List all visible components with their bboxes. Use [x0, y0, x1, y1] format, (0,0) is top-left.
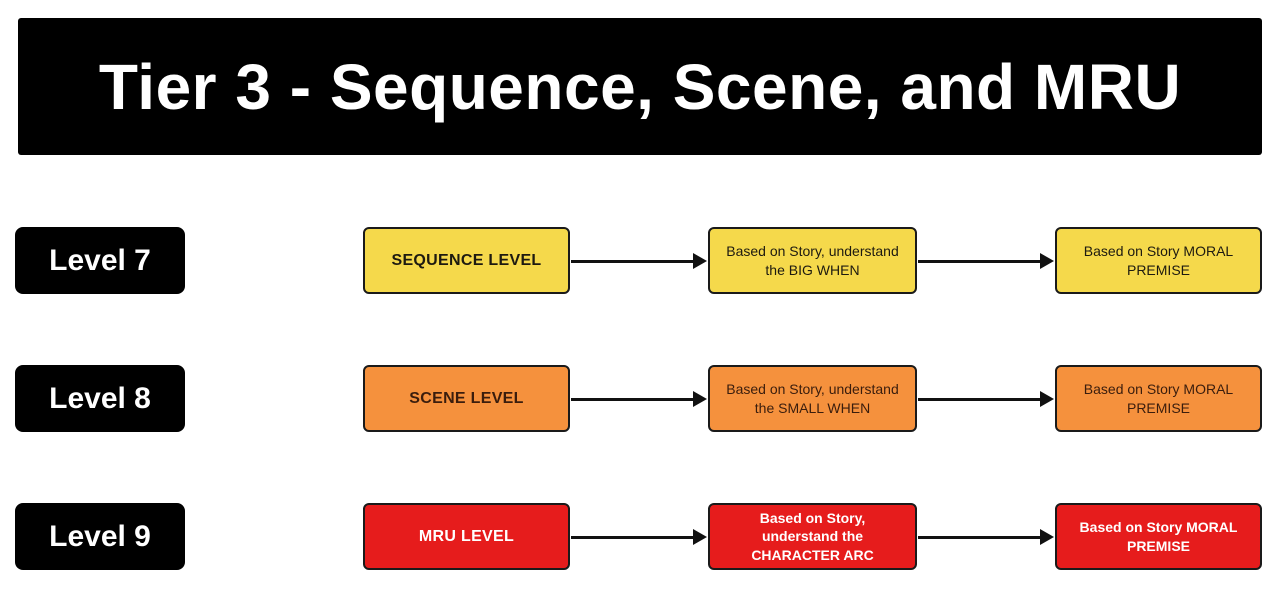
arrow-head-icon — [693, 391, 707, 407]
arrow-head-icon — [693, 529, 707, 545]
sequence-level-label: SEQUENCE LEVEL — [391, 251, 542, 269]
level-9-badge: Level 9 — [15, 503, 185, 570]
small-when-label: Based on Story, understand the SMALL WHE… — [726, 381, 899, 416]
level-7-badge: Level 7 — [15, 227, 185, 294]
level-9-label: Level 9 — [49, 519, 151, 553]
moral-premise-label: Based on Story MORAL PREMISE — [1083, 381, 1234, 416]
diagram-row-level-7: Level 7 SEQUENCE LEVEL Based on Story, u… — [0, 227, 1280, 295]
arrow-right-icon — [918, 253, 1054, 269]
moral-premise-box: Based on Story MORAL PREMISE — [1055, 365, 1262, 432]
moral-premise-box: Based on Story MORAL PREMISE — [1055, 227, 1262, 294]
small-when-box: Based on Story, understand the SMALL WHE… — [708, 365, 917, 432]
arrow-right-icon — [571, 529, 707, 545]
arrow-head-icon — [1040, 391, 1054, 407]
moral-premise-box: Based on Story MORAL PREMISE — [1055, 503, 1262, 570]
diagram-row-level-9: Level 9 MRU LEVEL Based on Story, unders… — [0, 503, 1280, 571]
character-arc-label: Based on Story, understand the CHARACTER… — [751, 510, 874, 563]
sequence-level-box: SEQUENCE LEVEL — [363, 227, 570, 294]
arrow-line — [918, 535, 1040, 539]
page-title: Tier 3 - Sequence, Scene, and MRU — [98, 50, 1182, 123]
diagram-row-level-8: Level 8 SCENE LEVEL Based on Story, unde… — [0, 365, 1280, 433]
arrow-line — [571, 397, 693, 401]
mru-level-box: MRU LEVEL — [363, 503, 570, 570]
big-when-label: Based on Story, understand the BIG WHEN — [726, 243, 899, 278]
level-8-badge: Level 8 — [15, 365, 185, 432]
character-arc-box: Based on Story, understand the CHARACTER… — [708, 503, 917, 570]
scene-level-box: SCENE LEVEL — [363, 365, 570, 432]
arrow-head-icon — [1040, 529, 1054, 545]
level-7-label: Level 7 — [49, 243, 151, 277]
arrow-right-icon — [571, 391, 707, 407]
level-8-label: Level 8 — [49, 381, 151, 415]
moral-premise-label: Based on Story MORAL PREMISE — [1083, 243, 1234, 278]
title-banner: Tier 3 - Sequence, Scene, and MRU — [18, 18, 1262, 155]
arrow-right-icon — [918, 391, 1054, 407]
arrow-right-icon — [918, 529, 1054, 545]
arrow-right-icon — [571, 253, 707, 269]
scene-level-label: SCENE LEVEL — [409, 389, 524, 407]
moral-premise-label: Based on Story MORAL PREMISE — [1079, 519, 1238, 554]
arrow-line — [571, 259, 693, 263]
arrow-line — [918, 259, 1040, 263]
mru-level-label: MRU LEVEL — [418, 527, 515, 545]
arrow-head-icon — [693, 253, 707, 269]
big-when-box: Based on Story, understand the BIG WHEN — [708, 227, 917, 294]
arrow-line — [571, 535, 693, 539]
arrow-line — [918, 397, 1040, 401]
arrow-head-icon — [1040, 253, 1054, 269]
